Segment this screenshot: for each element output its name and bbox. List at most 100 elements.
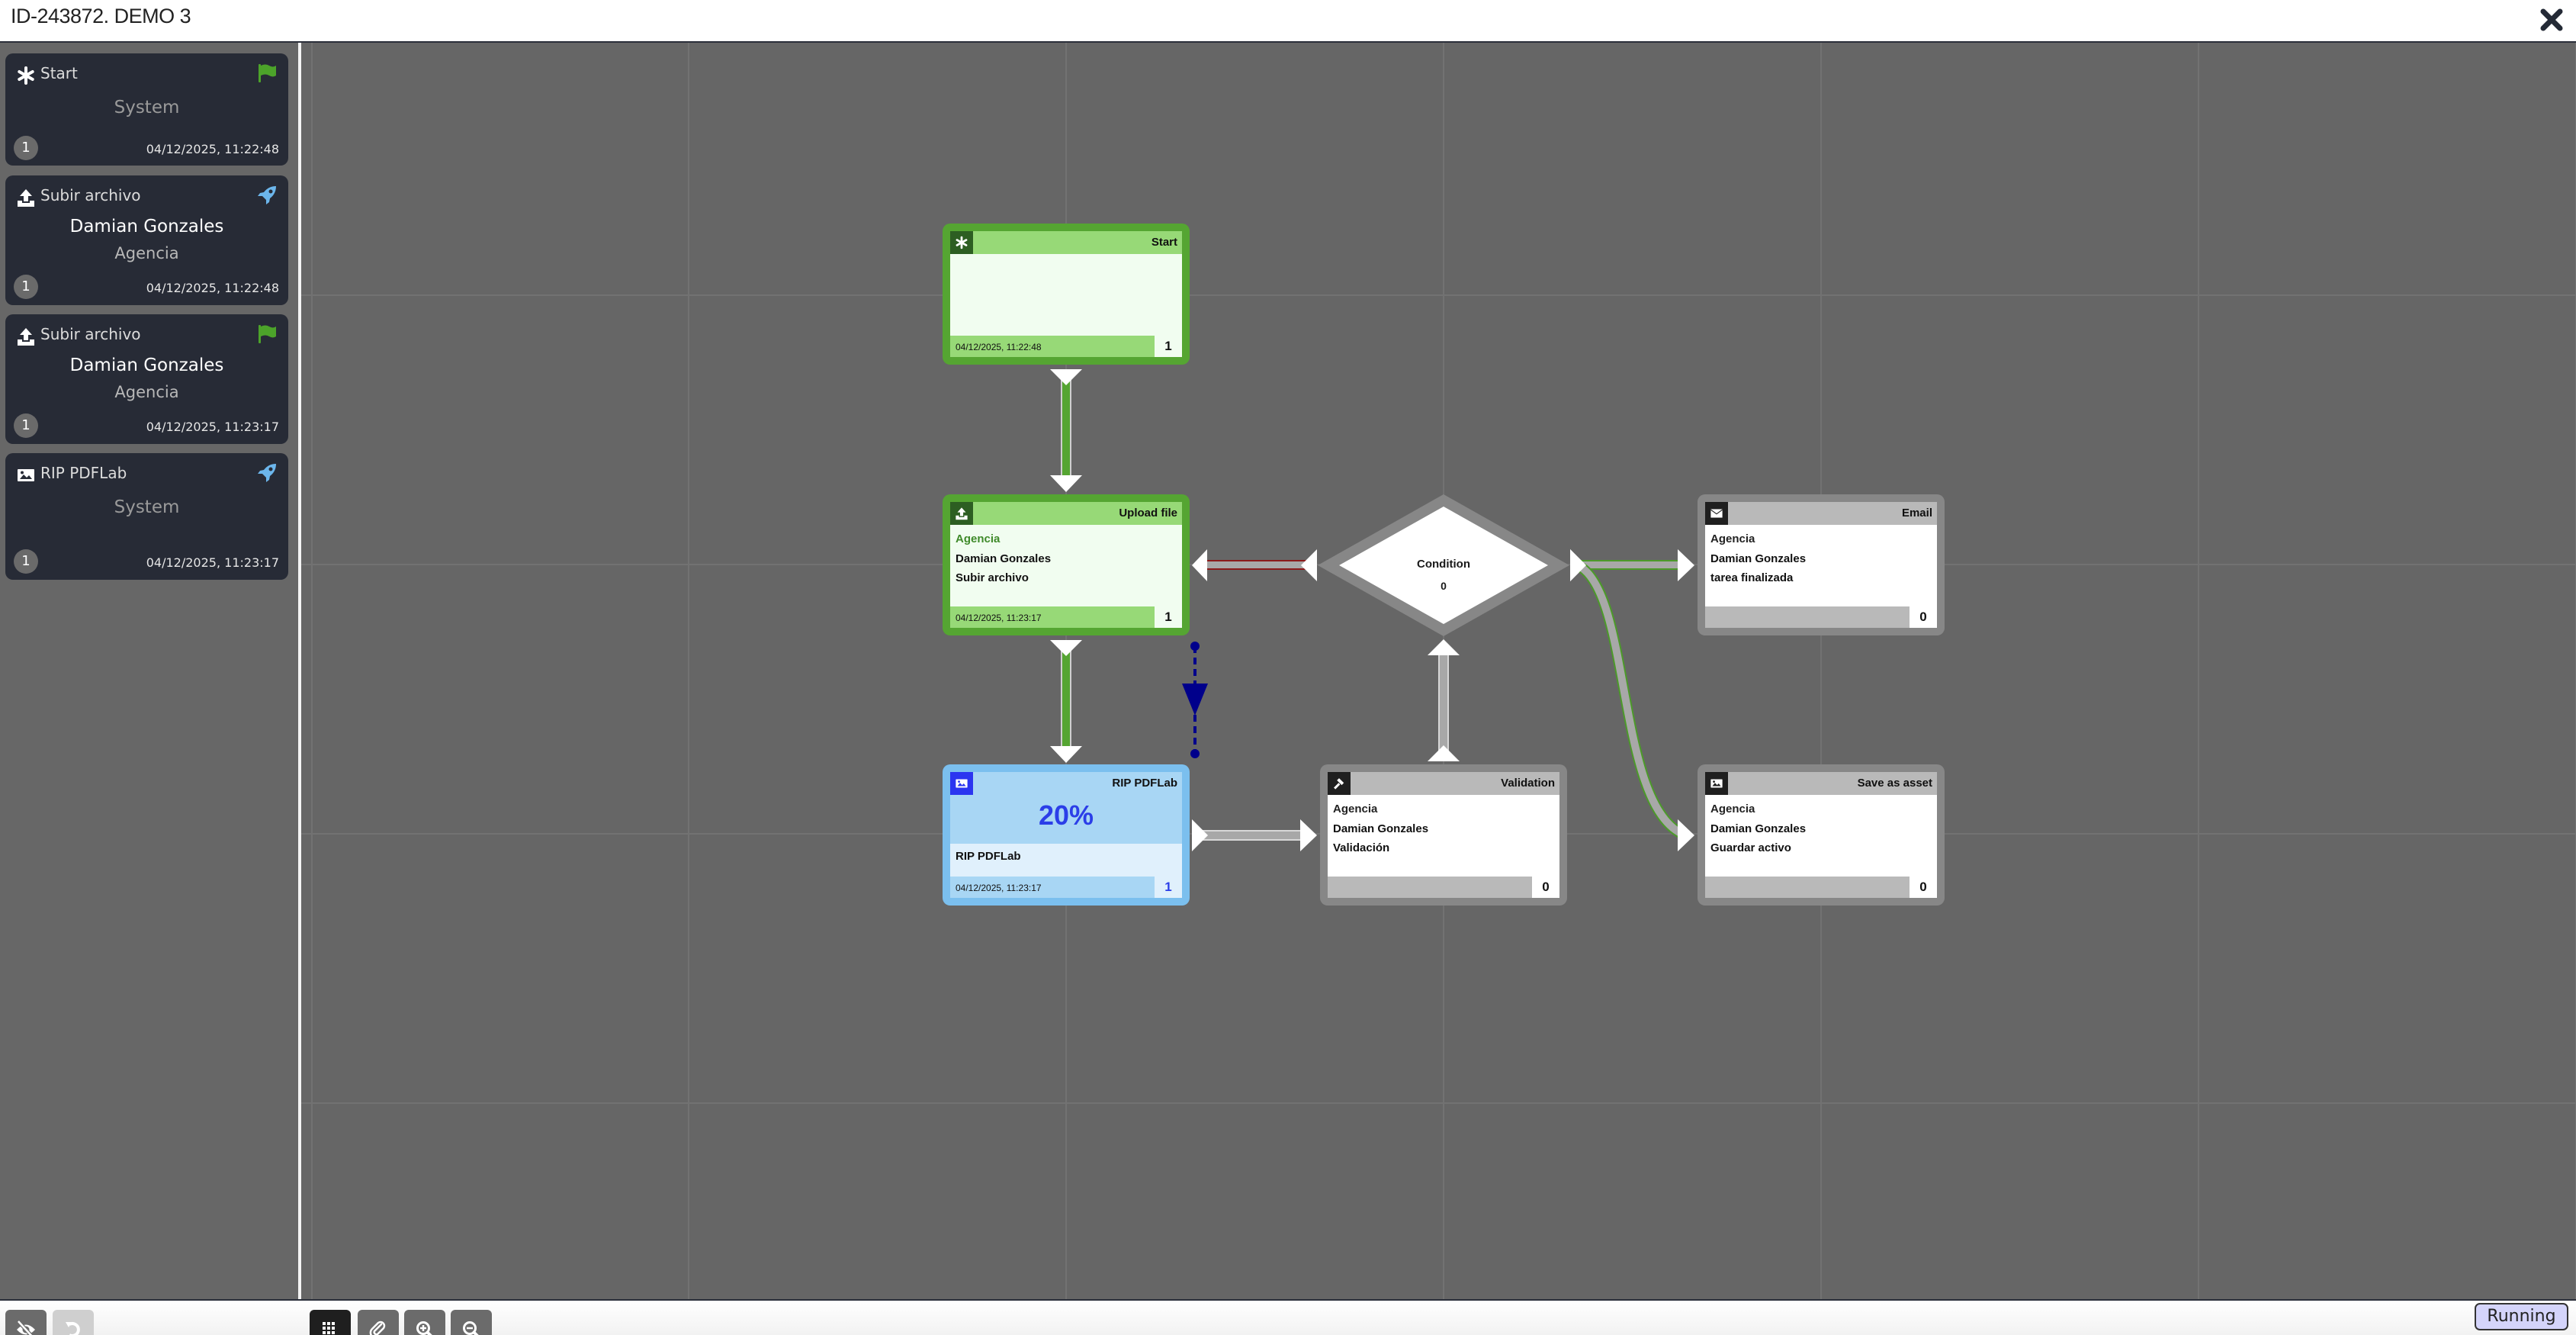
node-date: 04/12/2025, 11:23:17	[956, 883, 1042, 893]
history-card[interactable]: Subir archivo Damian Gonzales Agencia 1 …	[5, 314, 288, 444]
grid-icon	[323, 1321, 335, 1335]
edge-condition-save-asset[interactable]	[1578, 563, 1694, 851]
edge-async-upload-rip[interactable]	[1182, 642, 1208, 758]
edge-start-upload[interactable]	[1050, 369, 1082, 492]
card-user: Damian Gonzales	[69, 217, 224, 236]
condition-node[interactable]	[1318, 494, 1586, 636]
node-task: tarea finalizada	[1710, 571, 1794, 584]
envelope-icon	[1705, 502, 1728, 525]
toggle-visibility-button[interactable]	[5, 1310, 47, 1335]
node-task: Subir archivo	[956, 571, 1029, 584]
flag-icon	[259, 325, 276, 343]
rocket-icon	[258, 186, 276, 204]
grid-line	[688, 43, 689, 1299]
node-validation[interactable]: Validation Agencia Damian Gonzales Valid…	[1320, 764, 1567, 906]
node-task: RIP PDFLab	[956, 850, 1021, 863]
node-save-as-asset[interactable]: Save as asset Agencia Damian Gonzales Gu…	[1698, 764, 1945, 906]
node-count: 1	[1155, 877, 1182, 898]
image-icon	[1705, 772, 1728, 795]
eye-slash-icon	[17, 1319, 35, 1335]
undo-icon	[66, 1321, 80, 1335]
grid-line	[301, 1102, 2576, 1104]
node-name: Save as asset	[1857, 777, 1932, 790]
node-group: Agencia	[1333, 803, 1378, 815]
card-user: Damian Gonzales	[69, 355, 224, 375]
card-group: Agencia	[114, 383, 179, 401]
paperclip-icon	[369, 1321, 386, 1335]
node-count: 1	[1155, 336, 1182, 357]
edge-condition-upload[interactable]	[1192, 549, 1317, 581]
card-title: Subir archivo	[40, 186, 141, 204]
node-user: Damian Gonzales	[956, 552, 1052, 565]
node-group: Agencia	[1710, 803, 1755, 815]
image-icon	[18, 469, 34, 481]
node-date: 04/12/2025, 11:23:17	[956, 613, 1042, 623]
upload-icon	[18, 328, 34, 346]
bottom-toolbar: Running	[0, 1299, 2576, 1335]
node-name: Start	[1151, 236, 1177, 249]
grid-line	[301, 294, 2576, 296]
card-title: Subir archivo	[40, 325, 141, 343]
node-count: 0	[1910, 877, 1937, 898]
node-name: Upload file	[1119, 507, 1177, 520]
node-name: Validation	[1501, 777, 1555, 790]
card-title: Start	[40, 64, 78, 82]
zoom-in-button[interactable]	[404, 1310, 445, 1335]
card-count: 1	[14, 549, 38, 574]
node-count: 0	[1910, 606, 1937, 628]
asterisk-icon	[950, 231, 973, 254]
edge-rip-validation[interactable]	[1192, 819, 1317, 851]
node-upload-file[interactable]: Upload file Agencia Damian Gonzales Subi…	[943, 494, 1190, 635]
flag-icon	[259, 64, 276, 82]
close-button[interactable]	[2536, 5, 2567, 35]
card-date: 04/12/2025, 11:23:17	[146, 555, 279, 570]
zoom-out-button[interactable]	[451, 1310, 492, 1335]
history-card[interactable]: Start System 1 04/12/2025, 11:22:48	[5, 53, 288, 166]
gavel-icon	[1328, 772, 1351, 795]
attachments-button[interactable]	[358, 1310, 399, 1335]
card-count: 1	[14, 275, 38, 299]
card-system: System	[114, 497, 180, 517]
undo-button[interactable]	[53, 1310, 94, 1335]
card-count: 1	[14, 413, 38, 438]
node-name: Email	[1901, 507, 1932, 520]
grid-line	[1820, 43, 1822, 1299]
zoom-out-icon	[463, 1321, 480, 1335]
node-email[interactable]: Email Agencia Damian Gonzales tarea fina…	[1698, 494, 1945, 635]
node-date: 04/12/2025, 11:22:48	[956, 342, 1042, 352]
sidebar-resize-handle[interactable]	[298, 43, 301, 1299]
upload-icon	[950, 502, 973, 525]
grid-line	[2198, 43, 2199, 1299]
node-count: 1	[1155, 606, 1182, 628]
card-date: 04/12/2025, 11:22:48	[146, 142, 279, 156]
node-rip-pdflab[interactable]: RIP PDFLab 20% RIP PDFLab 04/12/2025, 11…	[943, 764, 1190, 906]
card-title: RIP PDFLab	[40, 464, 127, 482]
node-name: RIP PDFLab	[1112, 777, 1177, 790]
status-badge: Running	[2475, 1303, 2568, 1330]
node-progress: 20%	[1038, 799, 1094, 831]
asterisk-icon	[18, 66, 34, 85]
history-sidebar: Start System 1 04/12/2025, 11:22:48 Subi…	[0, 43, 298, 1299]
grid-toggle-button[interactable]	[310, 1310, 351, 1335]
header: ID-243872. DEMO 3	[0, 0, 2576, 43]
upload-icon	[18, 189, 34, 207]
condition-name: Condition	[1417, 558, 1470, 571]
node-task: Validación	[1333, 841, 1390, 854]
node-user: Damian Gonzales	[1710, 822, 1807, 835]
history-card[interactable]: RIP PDFLab System 1 04/12/2025, 11:23:17	[5, 453, 288, 580]
node-user: Damian Gonzales	[1333, 822, 1429, 835]
node-start[interactable]: Start 04/12/2025, 11:22:48 1	[943, 224, 1190, 365]
card-group: Agencia	[114, 244, 179, 262]
edge-upload-rip[interactable]	[1050, 640, 1082, 763]
node-user: Damian Gonzales	[1710, 552, 1807, 565]
node-count: 0	[1532, 877, 1559, 898]
card-count: 1	[14, 136, 38, 160]
image-icon	[950, 772, 973, 795]
history-card[interactable]: Subir archivo Damian Gonzales Agencia 1 …	[5, 175, 288, 305]
card-date: 04/12/2025, 11:23:17	[146, 420, 279, 434]
card-system: System	[114, 98, 180, 117]
zoom-in-icon	[416, 1321, 433, 1335]
condition-count: 0	[1441, 580, 1447, 592]
edge-validation-condition[interactable]	[1428, 639, 1460, 761]
